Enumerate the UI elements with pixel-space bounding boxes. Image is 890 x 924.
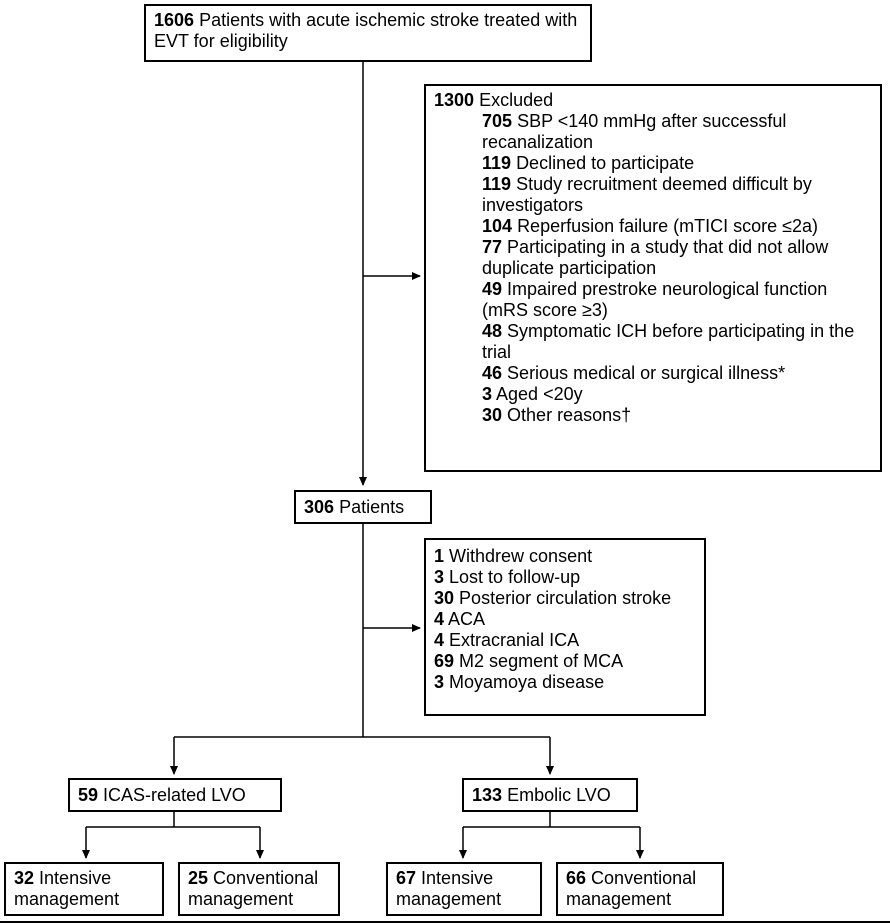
reason-item: 104 Reperfusion failure (mTICI score ≤2a…	[434, 216, 872, 237]
reason-item: 4 Extracranial ICA	[434, 630, 696, 651]
emb-intensive-text: Intensive management	[396, 868, 502, 909]
reason-item: 3 Moyamoya disease	[434, 672, 696, 693]
reason-text: Extracranial ICA	[449, 630, 580, 650]
reason-count: 3	[434, 567, 445, 587]
emb-intensive-count: 67	[396, 868, 417, 888]
icas-conventional-box: 25 Conventional management	[178, 862, 340, 916]
reason-count: 705	[482, 111, 513, 131]
reason-item: 4 ACA	[434, 609, 696, 630]
screening-text: Patients with acute ischemic stroke trea…	[154, 10, 578, 51]
reason-count: 4	[434, 630, 445, 650]
embolic-count: 133	[472, 785, 503, 805]
reason-count: 3	[434, 672, 445, 692]
icas-text: ICAS-related LVO	[103, 785, 246, 805]
reason-item: 119 Declined to participate	[434, 153, 872, 174]
reason-text: Reperfusion failure (mTICI score ≤2a)	[517, 216, 819, 236]
reason-text: Study recruitment deemed difficult by in…	[482, 174, 812, 215]
emb-conventional-text: Conventional management	[566, 868, 697, 909]
reason-count: 119	[482, 174, 512, 194]
reason-count: 46	[482, 363, 503, 383]
reason-count: 48	[482, 321, 503, 341]
patients-box: 306 Patients	[294, 490, 432, 524]
reason-item: 3 Lost to follow-up	[434, 567, 696, 588]
icas-conventional-text: Conventional management	[188, 868, 319, 909]
patients-text: Patients	[339, 497, 405, 517]
excluded-header: 1300 Excluded	[434, 90, 872, 111]
reason-count: 119	[482, 153, 512, 173]
emb-conventional-box: 66 Conventional management	[556, 862, 724, 916]
icas-conventional-count: 25	[188, 868, 209, 888]
reason-count: 77	[482, 237, 503, 257]
excluded-count: 1300	[434, 90, 475, 110]
reason-text: Aged <20y	[496, 384, 583, 404]
reason-item: 30 Other reasons†	[434, 405, 872, 426]
excluded-label: Excluded	[479, 90, 554, 110]
embolic-box: 133 Embolic LVO	[462, 778, 638, 812]
reason-text: SBP <140 mmHg after successful recanaliz…	[482, 111, 787, 152]
patients-count: 306	[304, 497, 335, 517]
reason-item: 119 Study recruitment deemed difficult b…	[434, 174, 872, 216]
reason-text: Moyamoya disease	[449, 672, 605, 692]
emb-intensive-box: 67 Intensive management	[386, 862, 542, 916]
reason-text: Serious medical or surgical illness*	[507, 363, 786, 383]
reason-text: Declined to participate	[516, 153, 695, 173]
icas-intensive-box: 32 Intensive management	[4, 862, 164, 916]
icas-intensive-count: 32	[14, 868, 35, 888]
reason-count: 1	[434, 546, 445, 566]
reason-count: 30	[482, 405, 503, 425]
reason-item: 705 SBP <140 mmHg after successful recan…	[434, 111, 872, 153]
reason-text: Lost to follow-up	[449, 567, 581, 587]
icas-box: 59 ICAS-related LVO	[68, 778, 282, 812]
reason-text: Posterior circulation stroke	[459, 588, 672, 608]
reason-count: 69	[434, 651, 455, 671]
reason-item: 49 Impaired prestroke neurological funct…	[434, 279, 872, 321]
reason-text: Participating in a study that did not al…	[482, 237, 829, 278]
bottom-rule	[0, 921, 890, 923]
reason-text: Withdrew consent	[449, 546, 593, 566]
reason-item: 77 Participating in a study that did not…	[434, 237, 872, 279]
screening-count: 1606	[154, 10, 195, 30]
reason-item: 46 Serious medical or surgical illness*	[434, 363, 872, 384]
reason-text: M2 segment of MCA	[459, 651, 624, 671]
excluded-box: 1300 Excluded 705 SBP <140 mmHg after su…	[424, 84, 882, 472]
reason-count: 49	[482, 279, 503, 299]
reason-count: 104	[482, 216, 513, 236]
reason-item: 48 Symptomatic ICH before participating …	[434, 321, 872, 363]
reason-count: 30	[434, 588, 455, 608]
reason-text: Symptomatic ICH before participating in …	[482, 321, 855, 362]
screening-box: 1606 Patients with acute ischemic stroke…	[144, 4, 592, 62]
reason-item: 30 Posterior circulation stroke	[434, 588, 696, 609]
icas-count: 59	[78, 785, 99, 805]
reason-text: ACA	[448, 609, 486, 629]
reason-text: Other reasons†	[507, 405, 632, 425]
icas-intensive-text: Intensive management	[14, 868, 120, 909]
emb-conventional-count: 66	[566, 868, 587, 888]
reason-item: 69 M2 segment of MCA	[434, 651, 696, 672]
excluded-reasons-list: 705 SBP <140 mmHg after successful recan…	[434, 111, 872, 426]
reason-item: 1 Withdrew consent	[434, 546, 696, 567]
reason-count: 3	[482, 384, 493, 404]
reason-item: 3 Aged <20y	[434, 384, 872, 405]
reason-count: 4	[434, 609, 445, 629]
reason-text: Impaired prestroke neurological function…	[482, 279, 828, 320]
embolic-text: Embolic LVO	[507, 785, 611, 805]
